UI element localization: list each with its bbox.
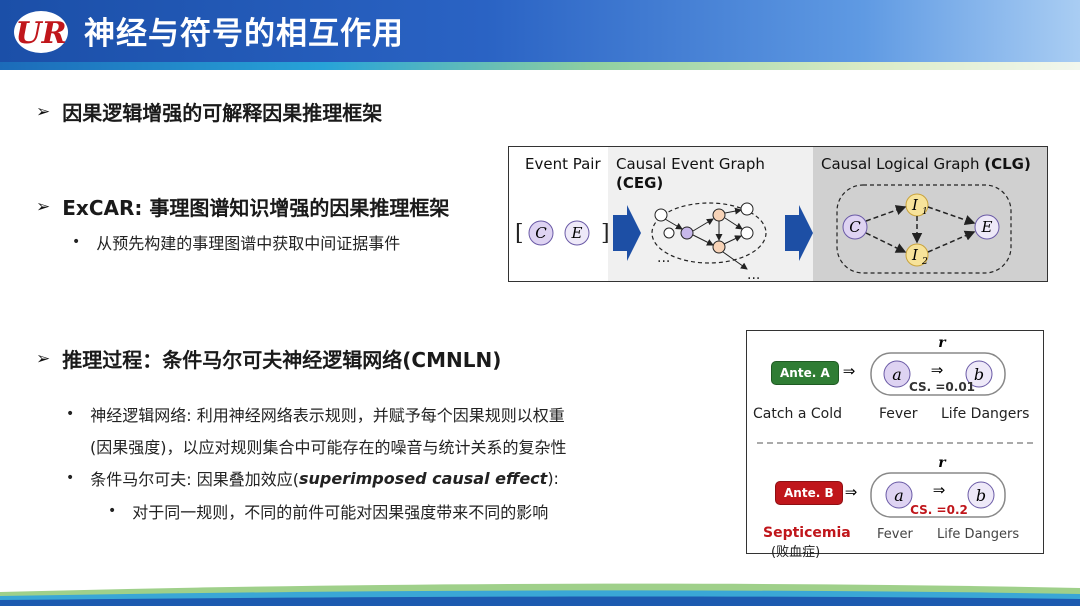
node-b-bottom (967, 481, 995, 509)
svg-text:⇒: ⇒ (933, 481, 946, 499)
cmnln-diagram: r a ⇒ b CS. =0.01 ⇒ r a ⇒ b CS. =0.2 ⇒ (757, 335, 1035, 518)
life-dangers-label-top: Life Dangers (941, 406, 1030, 422)
svg-text:⇒: ⇒ (931, 361, 944, 379)
clg-node-c (842, 214, 868, 240)
r-label-top: r (938, 335, 947, 351)
section3-point1-line1: 神经逻辑网络: 利用神经网络表示规则，并赋予每个因果规则以权重 (90, 406, 565, 425)
svg-text:⇒: ⇒ (845, 483, 858, 501)
big-arrow-2 (785, 205, 813, 261)
event-pair-label: Event Pair (525, 155, 601, 173)
arrow-bullet-icon: ➢ (36, 196, 51, 217)
clg-node-e (974, 214, 1000, 240)
septicemia-label: Septicemia (763, 525, 851, 541)
catch-cold-label: Catch a Cold (753, 406, 843, 422)
node-e-label: E (571, 224, 583, 242)
section3-point2-italic: superimposed causal effect (299, 468, 548, 488)
logo-icon: UR (14, 11, 68, 53)
section3-subpoint: • 对于同一规则，不同的前件可能对因果强度带来不同的影响 (108, 499, 548, 523)
dot-bullet-icon: • (66, 406, 75, 422)
svg-text:b: b (976, 486, 986, 505)
svg-text:2: 2 (921, 257, 928, 267)
section3-point1-line2: (因果强度)，以应对规则集合中可能存在的噪音与统计关系的复杂性 (90, 438, 567, 457)
svg-text:a: a (894, 486, 904, 505)
node-b-top (965, 360, 993, 388)
big-arrow-1 (613, 205, 641, 261)
node-c-label: C (535, 224, 547, 242)
page-title: 神经与符号的相互作用 (84, 16, 404, 52)
septicemia-cn-label: (败血症) (771, 545, 821, 560)
r-label-bottom: r (938, 455, 947, 471)
ante-a-badge: Ante. A (771, 361, 839, 385)
ceg-abbr: (CEG) (616, 174, 664, 192)
footer-decoration (0, 583, 1080, 606)
node-a-bottom (885, 481, 913, 509)
fever-label-bottom: Fever (877, 527, 913, 542)
ceg-node (712, 208, 726, 222)
svg-text:E: E (981, 218, 993, 236)
ceg-node (740, 226, 754, 240)
node-c-event-pair (528, 220, 554, 246)
ceg-panel (608, 147, 813, 281)
arrow-bullet-icon: ➢ (36, 348, 51, 369)
clg-label: Causal Logical Graph (CLG) (821, 155, 1031, 173)
section3-subpoint-text: 对于同一规则，不同的前件可能对因果强度带来不同的影响 (132, 503, 549, 522)
dot-bullet-icon: • (108, 503, 117, 519)
svg-text:I: I (911, 196, 919, 214)
ceg-node (740, 202, 754, 216)
arrow-bullet-icon: ➢ (36, 101, 51, 122)
section-heading-2-text: ExCAR: 事理图谱知识增强的因果推理框架 (62, 196, 450, 220)
ceg-node (663, 227, 675, 239)
dot-bullet-icon: • (66, 470, 75, 486)
section3-point2-suffix: ): (547, 468, 559, 488)
section2-point-text: 从预先构建的事理图谱中获取中间证据事件 (96, 234, 401, 253)
life-dangers-label-bottom: Life Dangers (937, 527, 1020, 542)
cs-top: CS. =0.01 (909, 380, 975, 394)
section-heading-1: ➢ 因果逻辑增强的可解释因果推理框架 (36, 97, 382, 126)
excar-framework-figure: Event Pair Causal Event Graph (CEG) Caus… (508, 146, 1048, 282)
ceg-node (712, 240, 726, 254)
svg-text:C: C (849, 218, 861, 236)
section3-point2-prefix: 条件马尔可夫: 因果叠加效应( (90, 470, 299, 489)
section3-point2: • 条件马尔可夫: 因果叠加效应(superimposed causal eff… (66, 466, 559, 490)
header-stripe (0, 62, 1080, 70)
section-heading-2: ➢ ExCAR: 事理图谱知识增强的因果推理框架 (36, 192, 449, 221)
node-a-top (883, 360, 911, 388)
ceg-node (680, 226, 694, 240)
ceg-node (654, 208, 668, 222)
svg-text:⇒: ⇒ (843, 362, 856, 380)
node-e-event-pair (564, 220, 590, 246)
logo-text: UR (15, 16, 66, 51)
cs-bottom: CS. =0.2 (910, 503, 968, 517)
section-heading-3: ➢ 推理过程：条件马尔可夫神经逻辑网络(CMNLN) (36, 344, 501, 373)
fever-label-top: Fever (879, 406, 918, 422)
dot-bullet-icon: • (72, 234, 81, 250)
ante-b-badge: Ante. B (775, 481, 843, 505)
section-heading-3-text: 推理过程：条件马尔可夫神经逻辑网络(CMNLN) (62, 348, 502, 372)
svg-text:I: I (911, 246, 919, 264)
header-bar (0, 0, 1080, 62)
ceg-dashed-ellipse (651, 202, 767, 264)
section-heading-1-text: 因果逻辑增强的可解释因果推理框架 (62, 101, 383, 125)
svg-text:1: 1 (922, 207, 928, 217)
svg-text:b: b (974, 365, 984, 384)
framework-diagram: [ C E ] ... ... C I 1 (515, 184, 1012, 281)
section2-point: • 从预先构建的事理图谱中获取中间证据事件 (72, 230, 400, 254)
bracket-open: [ (515, 221, 524, 246)
ceg-label: Causal Event Graph (616, 155, 765, 173)
ceg-ellipsis-2: ... (747, 267, 760, 281)
cmnln-example-figure: r a ⇒ b CS. =0.01 ⇒ r a ⇒ b CS. =0.2 ⇒ A… (746, 330, 1044, 560)
section3-point1: • 神经逻辑网络: 利用神经网络表示规则，并赋予每个因果规则以权重 (66, 402, 565, 426)
clg-node-i2 (905, 243, 929, 267)
svg-text:a: a (892, 365, 902, 384)
ceg-ellipsis: ... (657, 250, 670, 266)
bracket-close: ] (601, 221, 610, 246)
